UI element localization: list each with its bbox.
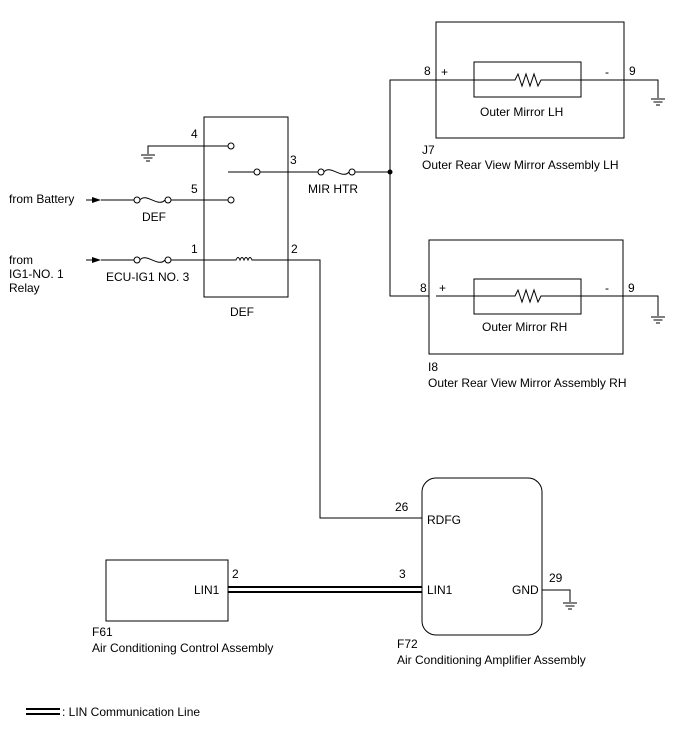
- relay-pin-4: 4: [191, 127, 198, 141]
- mirror-rh-pin-9: 9: [628, 281, 635, 295]
- mirror-lh-pin-9: 9: [629, 64, 636, 78]
- amp-rdfg-label: RDFG: [427, 513, 461, 527]
- mirror-rh-ground-wire: [623, 295, 659, 316]
- control-lin-pin: 2: [232, 567, 239, 581]
- amp-code: F72: [397, 637, 418, 651]
- mirror-rh-assembly: 8 + - 9 Outer Mirror RH I8 Outer Rear Vi…: [420, 239, 666, 390]
- relay-pin-3: 3: [290, 153, 297, 167]
- wire-to-mirror-lh: [389, 79, 436, 172]
- mirror-rh-pin-8: 8: [420, 281, 427, 295]
- legend: : LIN Communication Line: [26, 705, 200, 719]
- def-fuse-icon: [133, 196, 172, 204]
- mirror-lh-ground-wire: [624, 79, 659, 98]
- def-relay-body: [203, 116, 289, 298]
- ground-icon: [562, 602, 578, 610]
- relay-contact-3: [253, 168, 261, 176]
- mirror-rh-heater-label: Outer Mirror RH: [482, 320, 567, 334]
- wire-pin2-to-rdfg: [262, 259, 422, 519]
- mirror-lh-minus: -: [605, 65, 609, 79]
- wire-to-mirror-rh: [389, 172, 436, 297]
- relay-contact-4: [227, 142, 235, 150]
- ac-control-assembly: LIN1 2 F61 Air Conditioning Control Asse…: [92, 559, 273, 655]
- resistor-icon: [474, 72, 581, 88]
- mirror-rh-code: I8: [428, 360, 438, 374]
- ig1-source-line1: from: [9, 253, 33, 267]
- battery-source-label: from Battery: [9, 192, 74, 206]
- control-lin-label: LIN1: [194, 583, 220, 597]
- legend-lin-label: : LIN Communication Line: [62, 705, 200, 719]
- relay-pin-2: 2: [291, 242, 298, 256]
- amp-lin-label: LIN1: [427, 583, 453, 597]
- ac-amplifier-box: [421, 477, 543, 636]
- relay-pin-1: 1: [191, 242, 198, 256]
- ecu-ig1-fuse-label: ECU-IG1 NO. 3: [106, 270, 190, 284]
- mirror-lh-name: Outer Rear View Mirror Assembly LH: [422, 158, 619, 172]
- amp-gnd-pin: 29: [549, 571, 563, 585]
- mirror-lh-pin-8: 8: [424, 64, 431, 78]
- amp-rdfg-pin: 26: [395, 500, 409, 514]
- mirror-lh-assembly: 8 + - 9 Outer Mirror LH J7 Outer Rear Vi…: [422, 21, 666, 172]
- mirror-lh-heater-label: Outer Mirror LH: [480, 105, 563, 119]
- def-relay-label: DEF: [230, 305, 254, 319]
- ground-icon: [650, 316, 666, 324]
- mirror-rh-name: Outer Rear View Mirror Assembly RH: [428, 376, 627, 390]
- control-name: Air Conditioning Control Assembly: [92, 641, 273, 655]
- ac-control-box: [105, 559, 229, 622]
- amp-gnd-label: GND: [512, 583, 539, 597]
- arrow-right-icon: [92, 257, 101, 263]
- control-code: F61: [92, 625, 113, 639]
- relay-coil-icon: [228, 257, 262, 262]
- mir-htr-fuse-label: MIR HTR: [308, 182, 358, 196]
- mirror-lh-plus: +: [441, 65, 448, 79]
- mir-htr-fuse-icon: [317, 168, 356, 176]
- relay-pin-5: 5: [191, 182, 198, 196]
- relay-pin4-wire: [147, 145, 228, 154]
- amp-ground-wire: [542, 589, 571, 602]
- amp-lin-pin: 3: [399, 567, 406, 581]
- relay-contact-5: [227, 196, 235, 204]
- resistor-icon: [474, 288, 581, 304]
- mirror-rh-minus: -: [605, 281, 609, 295]
- arrow-right-icon: [92, 197, 101, 203]
- mirror-lh-code: J7: [422, 143, 435, 157]
- ac-amplifier-assembly: 26 RDFG 3 LIN1 GND 29 F72 Air Conditioni…: [395, 477, 586, 667]
- ig1-source-line2: IG1-NO. 1: [9, 267, 64, 281]
- lin-communication-line: [228, 586, 422, 593]
- ig1-source-line3: Relay: [9, 281, 40, 295]
- ground-icon: [650, 98, 666, 106]
- amp-name: Air Conditioning Amplifier Assembly: [397, 653, 586, 667]
- mirror-rh-plus: +: [439, 281, 446, 295]
- ecu-ig1-fuse-icon: [133, 256, 172, 264]
- ground-icon: [140, 154, 156, 162]
- def-fuse-label: DEF: [142, 210, 166, 224]
- def-relay: DEF 4: [140, 116, 289, 319]
